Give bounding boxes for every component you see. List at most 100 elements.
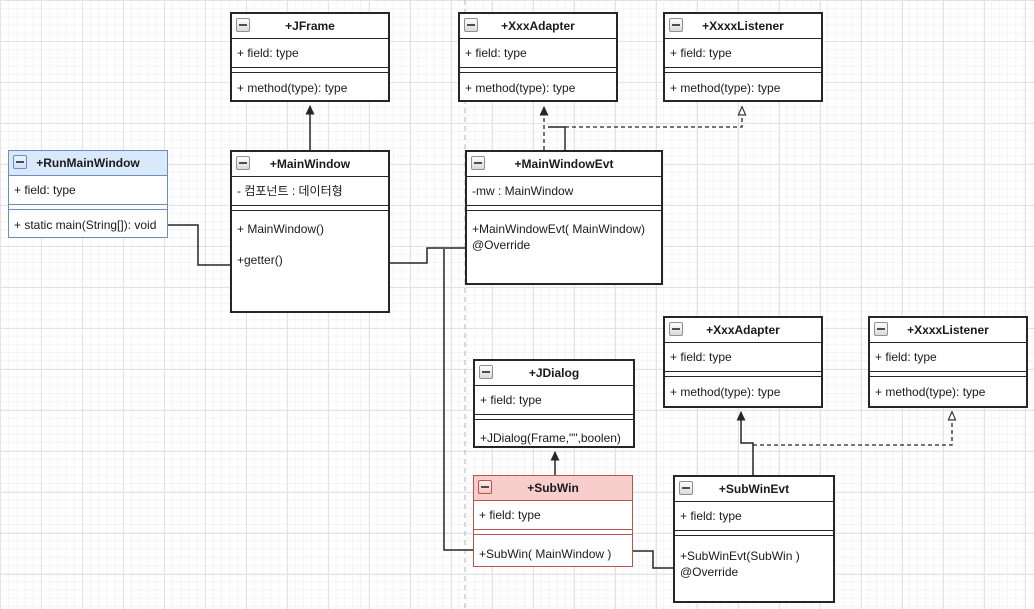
method-text: +JDialog(Frame,"",boolen) bbox=[480, 431, 621, 445]
methods-row: + MainWindow() +getter() bbox=[232, 211, 388, 267]
fields-row: + field: type bbox=[475, 386, 633, 415]
divider bbox=[675, 531, 833, 536]
collapse-icon[interactable] bbox=[464, 18, 478, 32]
divider bbox=[870, 372, 1026, 377]
class-jdialog[interactable]: +JDialog + field: type +JDialog(Frame,""… bbox=[473, 359, 635, 448]
collapse-icon[interactable] bbox=[679, 481, 693, 495]
collapse-icon[interactable] bbox=[13, 155, 27, 169]
class-jframe[interactable]: +JFrame + field: type + method(type): ty… bbox=[230, 12, 390, 102]
collapse-icon[interactable] bbox=[478, 480, 492, 494]
fields-row: + field: type bbox=[9, 176, 167, 205]
class-title-bar: +MainWindow bbox=[232, 152, 388, 177]
methods-row: +SubWinEvt(SubWin ) @Override bbox=[675, 536, 833, 579]
fields-row: - 컴포넌트 : 데이터형 bbox=[232, 177, 388, 206]
fields-row: + field: type bbox=[870, 343, 1026, 372]
class-title-bar: +MainWindowEvt bbox=[467, 152, 661, 177]
collapse-icon[interactable] bbox=[479, 365, 493, 379]
edge-mainwindowevt-to-mainwindow[interactable] bbox=[390, 247, 465, 264]
methods-row: + method(type): type bbox=[460, 73, 616, 95]
collapse-icon[interactable] bbox=[236, 18, 250, 32]
method-text: @Override bbox=[680, 565, 739, 579]
field-text: + field: type bbox=[670, 350, 732, 364]
method-text: + method(type): type bbox=[465, 81, 576, 95]
methods-row: + static main(String[]): void bbox=[9, 210, 167, 232]
field-text: + field: type bbox=[480, 393, 542, 407]
divider bbox=[232, 68, 388, 73]
collapse-icon[interactable] bbox=[669, 322, 683, 336]
class-runmainwindow[interactable]: +RunMainWindow + field: type + static ma… bbox=[8, 150, 168, 238]
divider bbox=[467, 206, 661, 211]
divider bbox=[475, 415, 633, 420]
class-subwin[interactable]: +SubWin + field: type +SubWin( MainWindo… bbox=[473, 475, 633, 567]
class-title: +RunMainWindow bbox=[36, 156, 140, 170]
edge-subwinevt-implements-listener[interactable] bbox=[753, 410, 957, 446]
class-title-bar: +XxxAdapter bbox=[665, 318, 821, 343]
class-xxxadapter-bottom[interactable]: +XxxAdapter + field: type + method(type)… bbox=[663, 316, 823, 408]
methods-row: +SubWin( MainWindow ) bbox=[474, 535, 632, 561]
class-mainwindowevt[interactable]: +MainWindowEvt -mw : MainWindow +MainWin… bbox=[465, 150, 663, 285]
method-text: +SubWin( MainWindow ) bbox=[479, 547, 612, 561]
method-text: + method(type): type bbox=[670, 81, 781, 95]
field-text: + field: type bbox=[465, 46, 527, 60]
divider bbox=[665, 68, 821, 73]
divider bbox=[9, 205, 167, 210]
class-title: +JFrame bbox=[285, 19, 335, 33]
edge-run-to-mainwindow[interactable] bbox=[168, 224, 230, 266]
class-subwinevt[interactable]: +SubWinEvt + field: type +SubWinEvt(SubW… bbox=[673, 475, 835, 603]
method-text: +MainWindowEvt( MainWindow) bbox=[472, 222, 646, 236]
class-title: +XxxAdapter bbox=[706, 323, 780, 337]
divider bbox=[232, 206, 388, 211]
field-text: + field: type bbox=[479, 508, 541, 522]
field-text: + field: type bbox=[680, 509, 742, 523]
class-title-bar: +SubWinEvt bbox=[675, 477, 833, 502]
method-text: + method(type): type bbox=[237, 81, 348, 95]
methods-row: + method(type): type bbox=[232, 73, 388, 95]
methods-row: + method(type): type bbox=[870, 377, 1026, 399]
class-xxxadapter-top[interactable]: +XxxAdapter + field: type + method(type)… bbox=[458, 12, 618, 102]
methods-row: + method(type): type bbox=[665, 377, 821, 399]
fields-row: + field: type bbox=[460, 39, 616, 68]
methods-row: +MainWindowEvt( MainWindow) @Override bbox=[467, 211, 661, 252]
class-title: +MainWindowEvt bbox=[514, 157, 614, 171]
class-title: +SubWinEvt bbox=[718, 482, 790, 496]
class-title-bar: +XxxxListener bbox=[870, 318, 1026, 343]
edge-mainwindowevt-implements-listener[interactable] bbox=[565, 105, 747, 128]
field-text: + field: type bbox=[14, 183, 76, 197]
class-title: +JDialog bbox=[528, 366, 580, 380]
fields-row: + field: type bbox=[665, 39, 821, 68]
edge-subwinevt-extends-adapter[interactable] bbox=[736, 411, 754, 475]
class-xxxxlistener-top[interactable]: +XxxxListener + field: type + method(typ… bbox=[663, 12, 823, 102]
class-title-bar: +XxxAdapter bbox=[460, 14, 616, 39]
divider bbox=[665, 372, 821, 377]
class-title-bar: +SubWin bbox=[474, 476, 632, 501]
field-text: -mw : MainWindow bbox=[472, 184, 574, 198]
fields-row: -mw : MainWindow bbox=[467, 177, 661, 206]
class-title-bar: +XxxxListener bbox=[665, 14, 821, 39]
field-text: + field: type bbox=[237, 46, 299, 60]
method-text: +getter() bbox=[237, 253, 283, 267]
field-text: + field: type bbox=[875, 350, 937, 364]
edge-subwin-to-mainwindow[interactable] bbox=[443, 249, 473, 551]
method-text: + MainWindow() bbox=[237, 222, 325, 236]
field-text: - 컴포넌트 : 데이터형 bbox=[237, 184, 343, 198]
edge-mainwindowevt-implements-listener-stub[interactable] bbox=[548, 126, 566, 150]
method-text: + method(type): type bbox=[670, 385, 781, 399]
field-text: + field: type bbox=[670, 46, 732, 60]
divider bbox=[460, 68, 616, 73]
collapse-icon[interactable] bbox=[669, 18, 683, 32]
class-title: +XxxxListener bbox=[702, 19, 784, 33]
collapse-icon[interactable] bbox=[471, 156, 485, 170]
method-text: +SubWinEvt(SubWin ) bbox=[680, 549, 800, 563]
edge-subwinevt-to-subwin[interactable] bbox=[633, 550, 673, 569]
fields-row: + field: type bbox=[675, 502, 833, 531]
collapse-icon[interactable] bbox=[874, 322, 888, 336]
class-mainwindow[interactable]: +MainWindow - 컴포넌트 : 데이터형 + MainWindow()… bbox=[230, 150, 390, 313]
methods-row: + method(type): type bbox=[665, 73, 821, 95]
class-title-bar: +RunMainWindow bbox=[9, 151, 167, 176]
collapse-icon[interactable] bbox=[236, 156, 250, 170]
class-title: +XxxxListener bbox=[907, 323, 989, 337]
class-xxxxlistener-bottom[interactable]: +XxxxListener + field: type + method(typ… bbox=[868, 316, 1028, 408]
class-title: +XxxAdapter bbox=[501, 19, 575, 33]
class-title: +SubWin bbox=[527, 481, 579, 495]
